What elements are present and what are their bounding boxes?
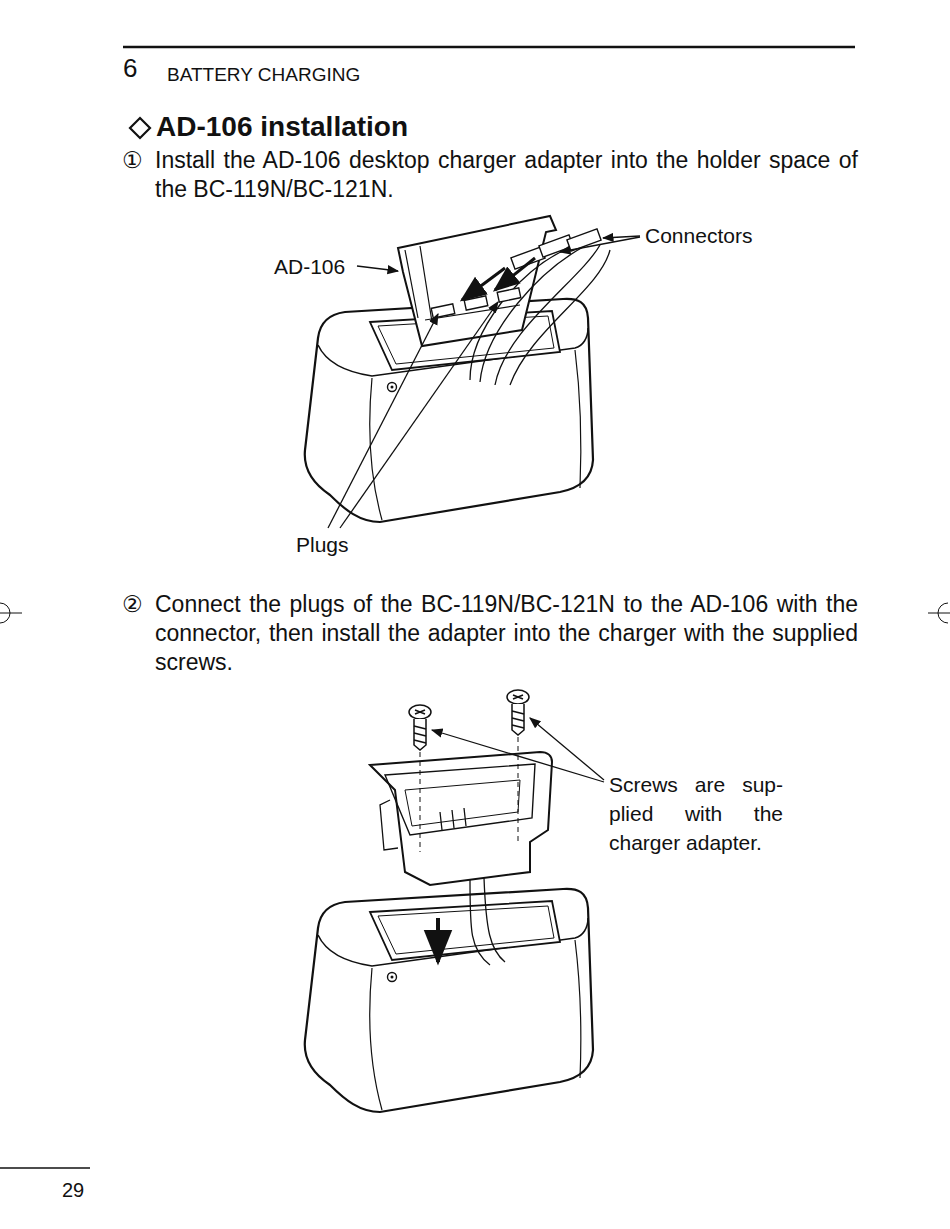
page-number: 29 — [62, 1178, 102, 1203]
chapter-number: 6 — [123, 52, 163, 85]
ad-106-adapter — [370, 752, 552, 965]
charger-body — [305, 889, 593, 1112]
step-text: Connect the plugs of the BC-119N/BC-121N… — [155, 590, 858, 677]
ad-106-adapter — [398, 216, 556, 346]
chapter-title: BATTERY CHARGING — [167, 63, 567, 87]
insert-arrow — [436, 918, 440, 962]
wires — [470, 245, 610, 385]
part-label: AD-106 — [274, 254, 354, 280]
step-text: Install the AD-106 desktop charger adapt… — [155, 146, 858, 204]
plugs — [431, 288, 521, 318]
note-text: Screws are sup- plied with the charger a… — [609, 770, 783, 857]
leader-lines — [328, 236, 640, 528]
insert-arrows — [462, 258, 535, 300]
step-number: ② — [122, 590, 154, 619]
diamond-symbol — [130, 118, 150, 138]
part-label: Plugs — [296, 532, 376, 558]
screws — [409, 690, 529, 852]
part-label: Connectors — [645, 223, 775, 249]
section-title: AD-106 installation — [156, 110, 408, 144]
leader-lines — [432, 718, 604, 782]
connector-housings — [511, 229, 601, 269]
step-number: ① — [122, 146, 154, 175]
